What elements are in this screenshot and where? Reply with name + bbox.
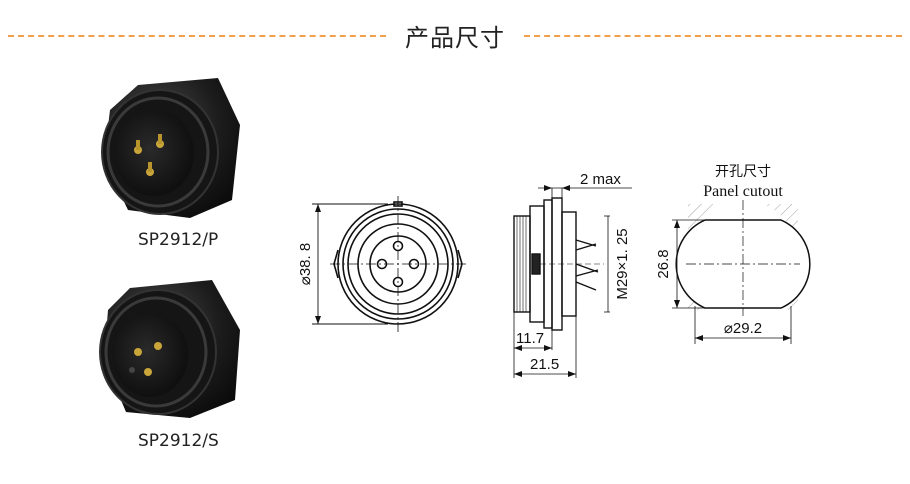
section-title: 产品尺寸 bbox=[405, 24, 505, 52]
side-thread-label: M29×1. 25 bbox=[614, 228, 631, 299]
header-divider-right bbox=[524, 35, 902, 37]
connector-socket-image bbox=[99, 280, 240, 418]
side-flange-label: 2 max bbox=[580, 171, 621, 188]
front-view-drawing bbox=[312, 196, 466, 332]
connector-plug-image bbox=[101, 78, 240, 218]
cutout-height-label: 26.8 bbox=[655, 249, 672, 278]
product-label-socket: SP2912/S bbox=[138, 431, 219, 451]
front-diameter-label: ⌀38. 8 bbox=[297, 243, 314, 285]
side-depth-total-label: 21.5 bbox=[530, 356, 559, 373]
cutout-diameter-label: ⌀29.2 bbox=[724, 320, 762, 337]
section-header: 产品尺寸 bbox=[0, 0, 910, 70]
cutout-title-cn: 开孔尺寸 bbox=[715, 164, 771, 180]
side-view-drawing bbox=[513, 185, 632, 378]
header-divider-left bbox=[8, 35, 386, 37]
panel-cutout-drawing bbox=[672, 200, 811, 344]
side-depth-inner-label: 11.7 bbox=[516, 330, 544, 347]
product-label-plug: SP2912/P bbox=[138, 230, 219, 250]
cutout-title-en: Panel cutout bbox=[703, 183, 783, 200]
